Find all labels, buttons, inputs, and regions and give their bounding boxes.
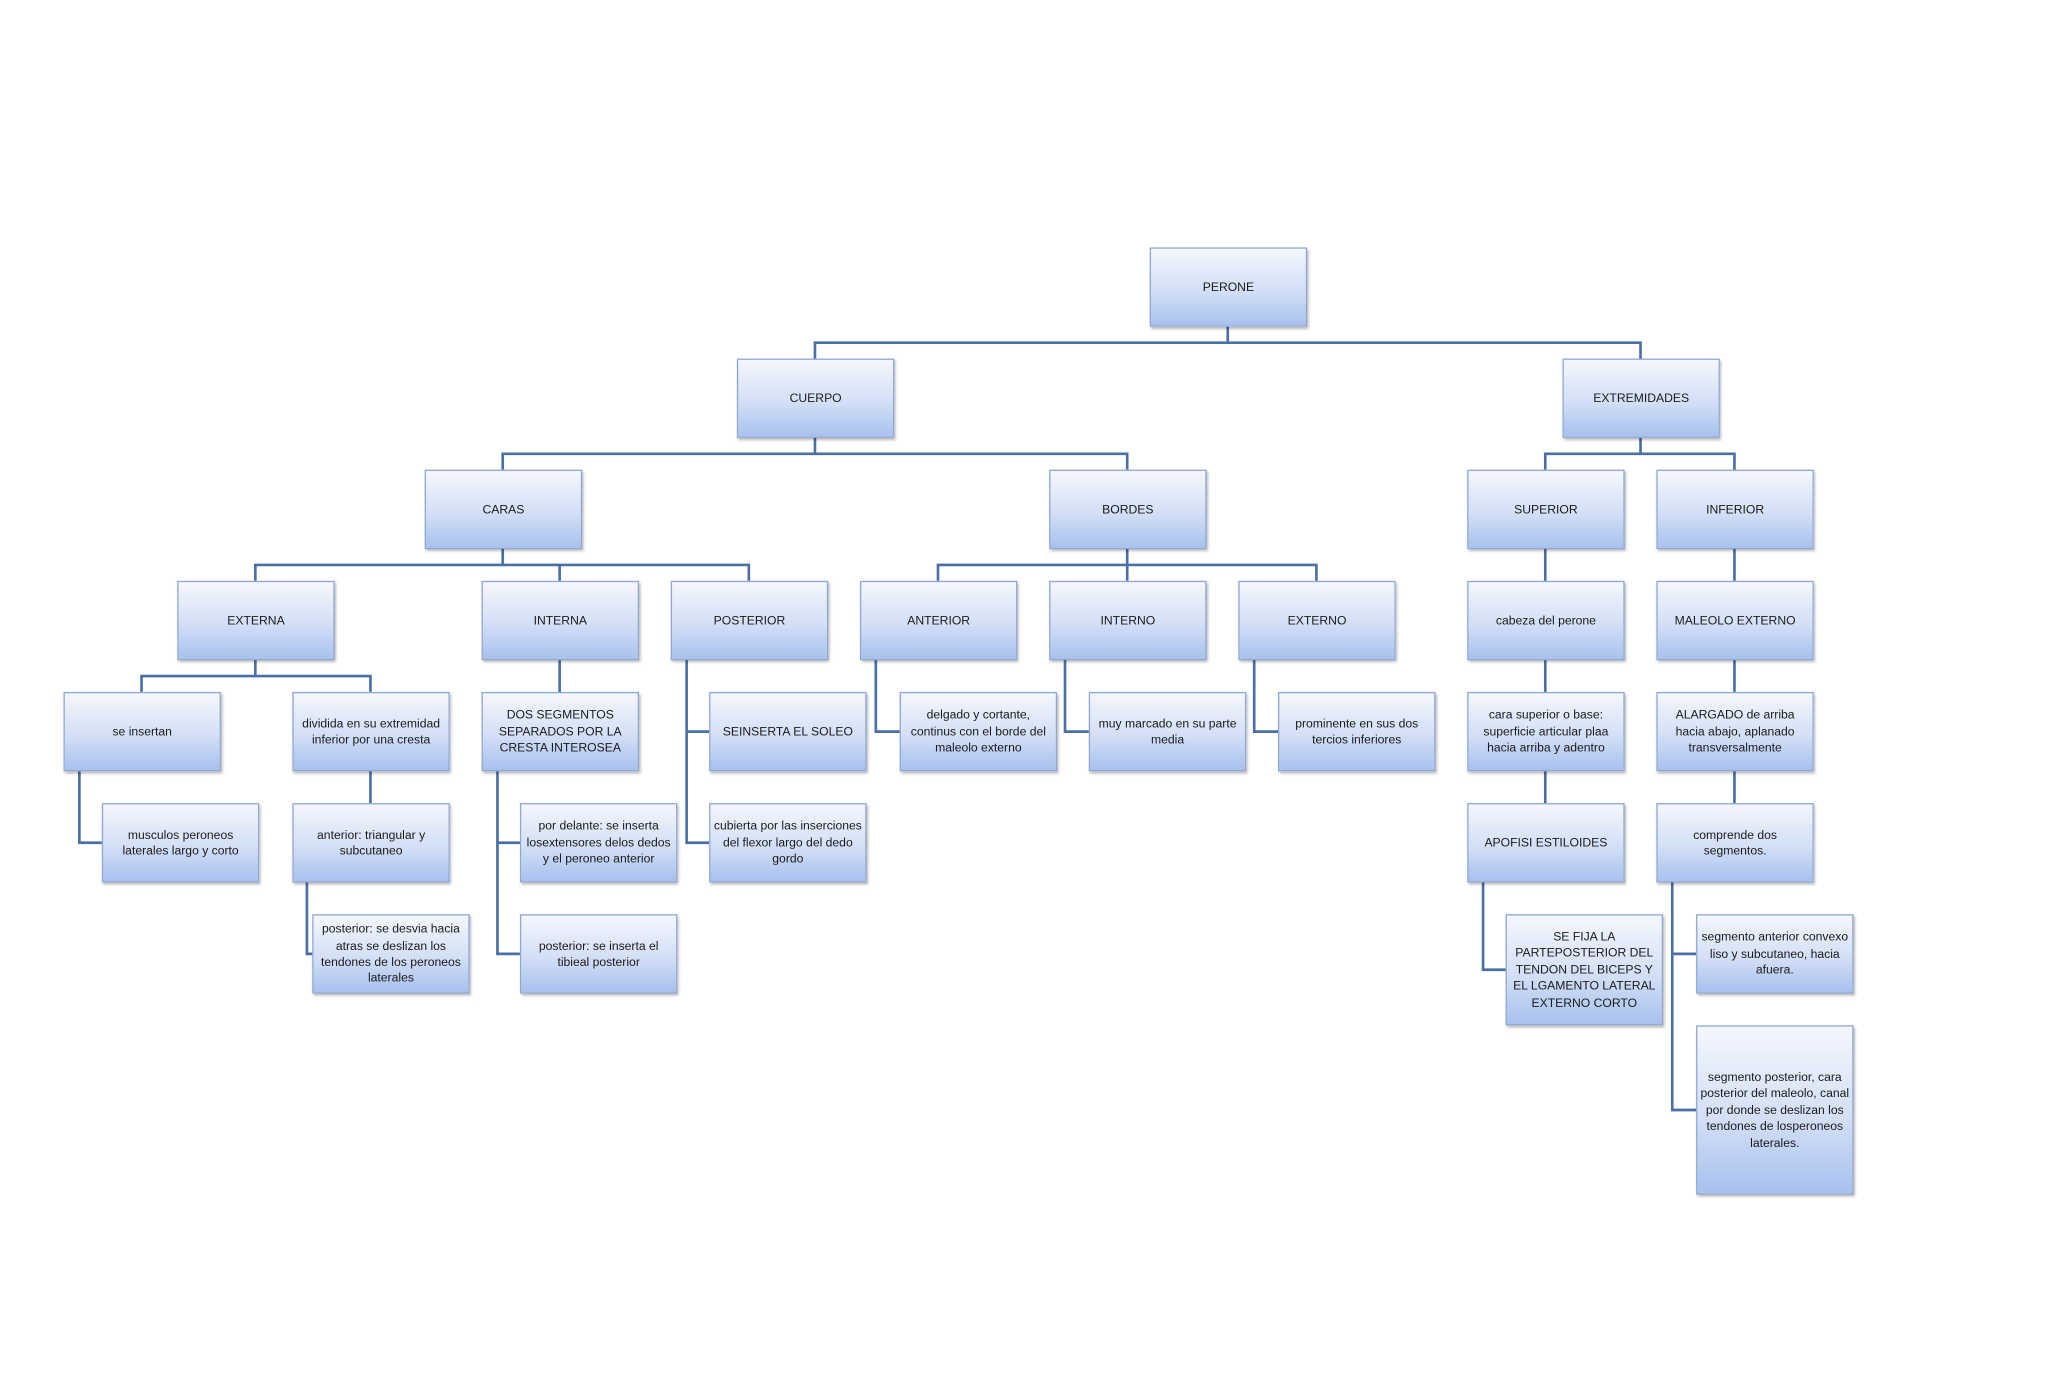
connector-cuerpo-children — [501, 437, 1129, 470]
connector-apofisis-se-fija — [1481, 882, 1506, 972]
node-posterior-tibial: posterior: se inserta el tibieal posteri… — [519, 914, 678, 994]
connector-bordes-children — [936, 549, 1318, 581]
node-posterior: POSTERIOR — [670, 580, 829, 661]
node-segmento-anterior: segmento anterior convexo liso y subcuta… — [1696, 914, 1854, 994]
node-bordes: BORDES — [1049, 469, 1207, 550]
connector-externo-prominente — [1252, 660, 1279, 733]
connector-posterior-children — [685, 660, 710, 845]
node-alargado: ALARGADO de arriba hacia abajo, aplanado… — [1656, 691, 1814, 772]
connector-caras-children — [254, 549, 751, 581]
node-perone: PERONE — [1149, 247, 1308, 327]
node-superior: SUPERIOR — [1467, 469, 1625, 550]
connector-dos-segmentos-children — [496, 771, 520, 956]
node-caras: CARAS — [424, 469, 583, 550]
node-se-insertan: se insertan — [63, 691, 221, 772]
node-inferior: INFERIOR — [1656, 469, 1814, 550]
node-cabeza-del-perone: cabeza del perone — [1467, 580, 1625, 661]
node-externa: EXTERNA — [177, 580, 335, 661]
node-cubierta: cubierta por las inserciones del flexor … — [709, 803, 867, 883]
node-posterior-desvia: posterior: se desvia hacia atras se desl… — [312, 914, 470, 994]
node-interna: INTERNA — [481, 580, 640, 661]
node-comprende-dos-segmentos: comprende dos segmentos. — [1656, 803, 1814, 883]
node-extremidades: EXTREMIDADES — [1562, 358, 1720, 438]
connector-se-insertan-musculos — [78, 771, 102, 845]
node-prominente: prominente en sus dos tercios inferiores — [1278, 691, 1436, 772]
connector-interno-muy-marcado — [1063, 660, 1089, 733]
node-interno: INTERNO — [1049, 580, 1207, 661]
connector-perone-children — [813, 326, 1642, 359]
node-muy-marcado: muy marcado en su parte media — [1088, 691, 1247, 772]
node-seinserta-soleo: SEINSERTA EL SOLEO — [709, 691, 867, 772]
connector-comprende-children — [1670, 882, 1697, 1112]
node-delgado-cortante: delgado y cortante, continus con el bord… — [899, 691, 1058, 772]
node-por-delante: por delante: se inserta losextensores de… — [519, 803, 678, 883]
node-musculos-peroneos: musculos peroneos laterales largo y cort… — [101, 803, 260, 883]
node-cara-superior: cara superior o base: superficie articul… — [1467, 691, 1625, 772]
node-se-fija: SE FIJA LA PARTEPOSTERIOR DEL TENDON DEL… — [1505, 914, 1664, 1026]
connector-extremidades-children — [1543, 437, 1736, 470]
connector-anterior-delgado — [874, 660, 900, 733]
node-cuerpo: CUERPO — [736, 358, 895, 438]
node-anterior: ANTERIOR — [859, 580, 1018, 661]
node-dos-segmentos: DOS SEGMENTOS SEPARADOS POR LA CRESTA IN… — [481, 691, 640, 772]
node-maleolo-externo: MALEOLO EXTERNO — [1656, 580, 1814, 661]
node-apofisis-estiloides: APOFISI ESTILOIDES — [1467, 803, 1625, 883]
connector-anterior-posterior — [305, 882, 313, 956]
node-dividida: dividida en su extremidad inferior por u… — [292, 691, 450, 772]
node-segmento-posterior: segmento posterior, cara posterior del m… — [1696, 1025, 1854, 1195]
connector-externa-children — [140, 660, 372, 692]
node-externo: EXTERNO — [1238, 580, 1396, 661]
node-anterior-triangular: anterior: triangular y subcutaneo — [292, 803, 450, 883]
